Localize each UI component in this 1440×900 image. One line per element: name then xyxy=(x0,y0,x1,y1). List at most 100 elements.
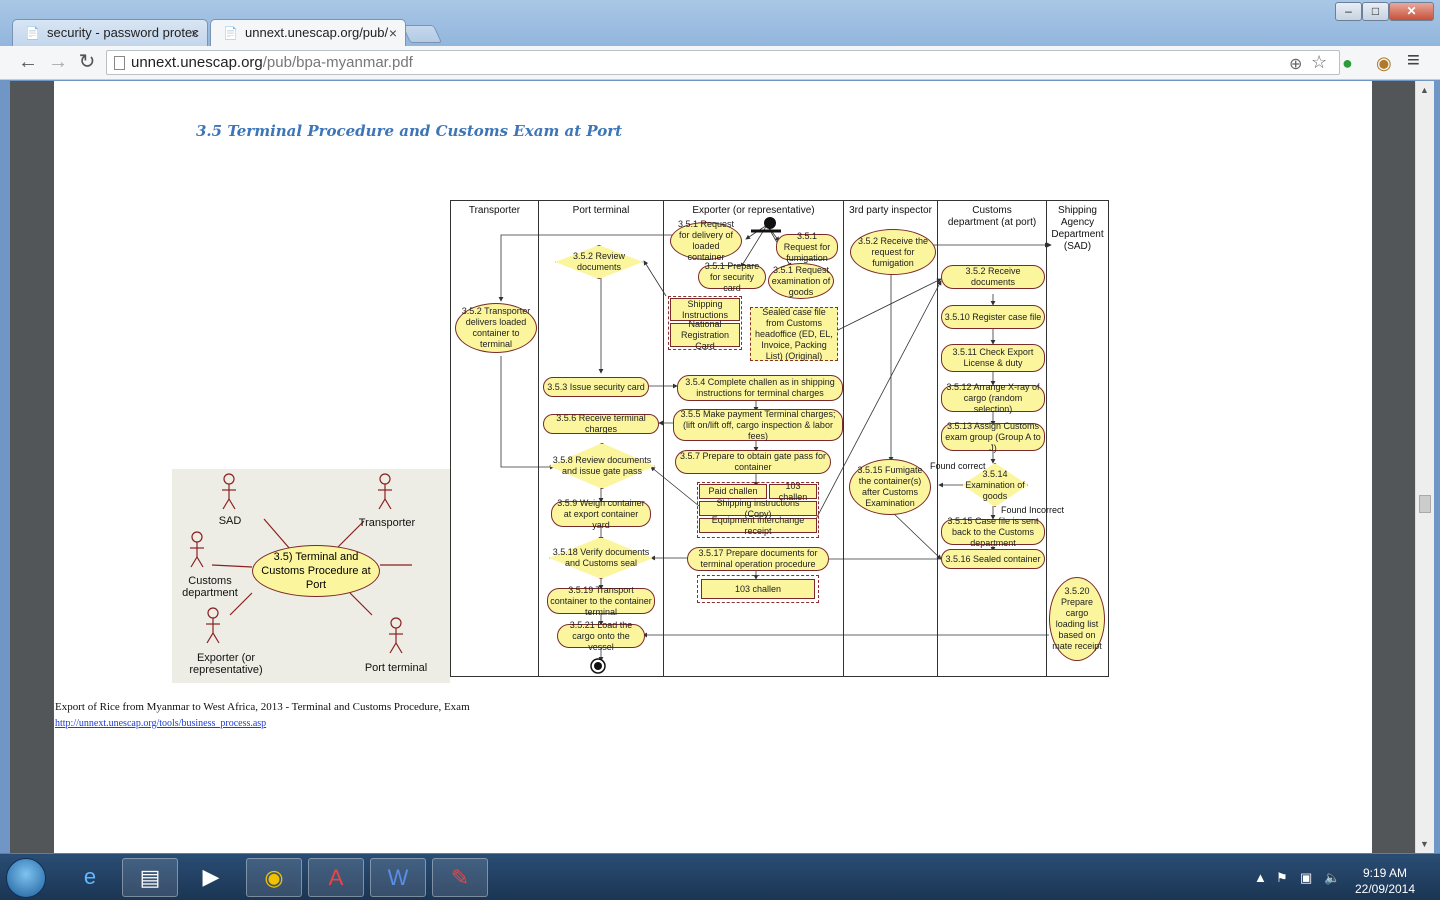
show-hidden-icon[interactable]: ▲ xyxy=(1254,870,1267,885)
doc-103-challen-2: 103 challen xyxy=(701,579,815,599)
clock-date[interactable]: 22/09/2014 xyxy=(1354,882,1416,896)
node-3520-prepare-loading-list: 3.5.20 Prepare cargo loading list based … xyxy=(1049,577,1105,661)
doc-103-challen: 103 challen xyxy=(769,481,817,502)
page-icon: 📄 xyxy=(223,26,238,40)
zoom-icon[interactable]: ⊕ xyxy=(1289,56,1303,73)
node-358-review-issue-gate-pass: 3.5.8 Review documents and issue gate pa… xyxy=(549,443,655,489)
close-tab-icon[interactable]: × xyxy=(388,25,397,41)
acrobat-icon[interactable]: A xyxy=(308,858,364,897)
node-3518-verify-documents: 3.5.18 Verify documents and Customs seal xyxy=(549,537,653,579)
doc-shipping-instructions: Shipping Instructions xyxy=(670,298,740,321)
doc-equipment-interchange: Equipment interchange receipt xyxy=(699,515,817,536)
lane-header: Transporter xyxy=(468,205,521,216)
node-357-prepare-gate-pass: 3.5.7 Prepare to obtain gate pass for co… xyxy=(675,450,831,474)
label-found-incorrect: Found Incorrect xyxy=(1001,505,1065,515)
media-player-icon[interactable]: ▶ xyxy=(202,864,220,889)
use-case-center: 3.5) Terminal and Customs Procedure at P… xyxy=(252,545,380,597)
volume-icon[interactable]: 🔈 xyxy=(1324,870,1341,885)
word-icon[interactable]: W xyxy=(370,858,426,897)
maximize-button[interactable]: □ xyxy=(1362,2,1389,21)
node-3514-examination: 3.5.14 Examination of goods xyxy=(962,463,1028,507)
actor-exporter: Exporter (or representative) xyxy=(189,652,263,676)
page-icon: 📄 xyxy=(25,26,40,40)
node-351-request-fumigation: 3.5.1 Request for fumigation xyxy=(776,231,838,263)
node-354-complete-challen: 3.5.4 Complete challen as in shipping in… xyxy=(677,375,843,401)
tab-unescap[interactable]: 📄 unnext.unescap.org/pub/ × xyxy=(210,19,406,46)
pdf-app-icon[interactable]: ✎ xyxy=(432,858,488,897)
address-path: /pub/bpa-myanmar.pdf xyxy=(262,54,413,71)
node-3515-fumigate: 3.5.15 Fumigate the container(s) after C… xyxy=(849,459,931,515)
forward-button[interactable]: → xyxy=(48,51,68,73)
clock-time[interactable]: 9:19 AM xyxy=(1362,866,1408,880)
extension-off-icon[interactable]: ◉ xyxy=(1376,53,1392,73)
browser-toolbar: ← → ↻ unnext.unescap.org/pub/bpa-myanmar… xyxy=(0,46,1440,80)
node-3510-register-case-file: 3.5.10 Register case file xyxy=(941,305,1045,329)
tab-title: security - password protec xyxy=(47,25,199,40)
page-icon xyxy=(114,56,125,70)
lane-port-terminal: Port terminal xyxy=(539,201,664,676)
label-found-correct: Found correct xyxy=(930,461,986,471)
actor-sad: SAD xyxy=(218,515,242,527)
doc-group-2: Paid challen 103 challen Shipping instru… xyxy=(697,481,819,538)
node-351-request-delivery: 3.5.1 Request for delivery of loaded con… xyxy=(670,219,742,262)
pdf-viewport[interactable]: 3.5 Terminal Procedure and Customs Exam … xyxy=(10,81,1434,853)
node-356-receive-terminal-charges: 3.5.6 Receive terminal charges xyxy=(543,413,659,434)
node-351-security-card: 3.5.1 Prepare for security card xyxy=(698,261,766,293)
menu-icon[interactable]: ≡ xyxy=(1407,47,1420,72)
address-bar[interactable]: unnext.unescap.org/pub/bpa-myanmar.pdf ⊕… xyxy=(106,50,1340,75)
chrome-icon[interactable]: ◉ xyxy=(246,858,302,897)
node-353-issue-security-card: 3.5.3 Issue security card xyxy=(543,377,649,397)
back-button[interactable]: ← xyxy=(18,51,38,73)
figure-caption: Export of Rice from Myanmar to West Afri… xyxy=(55,701,470,713)
lane-header: Customs department (at port) xyxy=(947,205,1037,228)
system-tray: ▲ ⚑ ▣ 🔈 9:19 AM 22/09/2014 xyxy=(1250,854,1440,900)
use-case-lines xyxy=(190,473,412,654)
scroll-up-icon[interactable]: ▲ xyxy=(1420,85,1429,95)
lane-header: 3rd party inspector xyxy=(849,205,932,216)
doc-paid-challen: Paid challen xyxy=(699,484,767,499)
scrollbar-thumb[interactable] xyxy=(1419,495,1431,513)
node-3512-arrange-xray: 3.5.12 Arrange X-ray of cargo (random se… xyxy=(941,382,1045,414)
swimlane-diagram: Transporter Port terminal Exporter (or r… xyxy=(450,200,1109,677)
node-352-receive-fumigation: 3.5.2 Receive the request for fumigation xyxy=(850,229,936,275)
node-352-review-documents: 3.5.2 Review documents xyxy=(555,245,643,279)
minimize-button[interactable]: – xyxy=(1335,2,1362,21)
node-3521-load-cargo: 3.5.21 Load the cargo onto the vessel xyxy=(557,620,645,652)
source-link[interactable]: http://unnext.unescap.org/tools/business… xyxy=(55,718,267,729)
use-case-diagram: 3.5) Terminal and Customs Procedure at P… xyxy=(172,469,450,683)
node-352-transporter-delivers: 3.5.2 Transporter delivers loaded contai… xyxy=(455,303,537,353)
close-tab-icon[interactable]: × xyxy=(190,25,199,41)
lane-customs: Customs department (at port) xyxy=(938,201,1047,676)
flag-icon[interactable]: ⚑ xyxy=(1276,870,1288,885)
reload-button[interactable]: ↻ xyxy=(78,51,96,73)
tab-title: unnext.unescap.org/pub/ xyxy=(245,25,389,40)
node-3519-transport-container: 3.5.19 Transport container to the contai… xyxy=(547,585,655,617)
node-351-request-exam: 3.5.1 Request examination of goods xyxy=(768,263,834,299)
actor-customs: Customs department xyxy=(182,575,238,599)
tab-security[interactable]: 📄 security - password protec × xyxy=(12,19,208,46)
pdf-page: 3.5 Terminal Procedure and Customs Exam … xyxy=(54,81,1372,853)
explorer-icon[interactable]: ▤ xyxy=(122,858,178,897)
start-button[interactable] xyxy=(6,858,46,898)
network-icon[interactable]: ▣ xyxy=(1300,870,1313,885)
node-3516-sealed-container: 3.5.16 Sealed container xyxy=(941,549,1045,569)
node-3517-prepare-documents: 3.5.17 Prepare documents for terminal op… xyxy=(687,547,829,571)
node-355-make-payment: 3.5.5 Make payment Terminal charges; (li… xyxy=(673,409,843,441)
bookmark-star-icon[interactable]: ☆ xyxy=(1311,52,1328,72)
new-tab-button[interactable] xyxy=(401,25,443,43)
doc-group-1: Shipping Instructions National Registrat… xyxy=(668,296,742,351)
taskbar: e ▤ ▶ ◉ A W ✎ ▲ ⚑ ▣ 🔈 9:19 AM 22/09/2014 xyxy=(0,853,1440,900)
doc-national-registration-card: National Registration Card xyxy=(670,319,740,351)
node-352-receive-documents: 3.5.2 Receive documents xyxy=(941,265,1045,289)
lane-header: Exporter (or representative) xyxy=(692,205,815,216)
scroll-down-icon[interactable]: ▼ xyxy=(1420,839,1429,849)
vertical-scrollbar[interactable]: ▲ ▼ xyxy=(1415,81,1434,853)
close-window-button[interactable]: ✕ xyxy=(1389,2,1434,21)
node-359-weigh-container: 3.5.9 Weigh container at export containe… xyxy=(551,498,651,530)
stick-figures xyxy=(190,473,403,654)
title-bar: 📄 security - password protec × 📄 unnext.… xyxy=(0,0,1440,46)
extension-icon[interactable]: ● xyxy=(1342,53,1353,73)
node-3511-check-export-license: 3.5.11 Check Export License & duty xyxy=(941,344,1045,372)
ie-icon[interactable]: e xyxy=(83,864,97,889)
lane-transporter: Transporter xyxy=(451,201,539,676)
